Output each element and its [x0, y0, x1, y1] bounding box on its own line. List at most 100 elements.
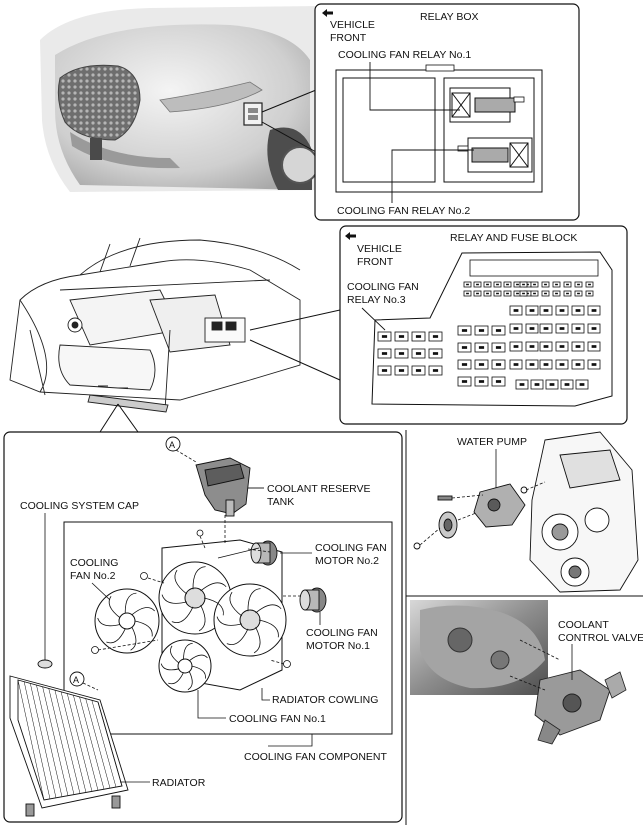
radiator-fin	[54, 690, 81, 794]
fuse-terminal	[575, 327, 581, 330]
fan-blade	[130, 627, 137, 651]
fuse-terminal	[381, 369, 388, 372]
fuse-terminal	[478, 363, 485, 366]
radiator-fin	[97, 701, 123, 787]
fuse-terminal	[533, 292, 536, 295]
fuse-terminal	[478, 329, 485, 332]
radiator	[9, 675, 129, 817]
fuse-terminal	[559, 327, 565, 330]
radiator-fin	[60, 691, 87, 793]
motor-no1-label-1: COOLING FAN	[306, 627, 378, 639]
fuse-terminal	[506, 292, 509, 295]
fan-blade	[253, 626, 261, 654]
fan-blade	[192, 566, 206, 590]
radiator-fin	[30, 683, 57, 798]
fuse-terminal	[516, 283, 519, 286]
fuse-terminal	[415, 335, 422, 338]
fuse-terminal	[529, 327, 535, 330]
fuse-terminal	[577, 292, 580, 295]
relay-3-label-1: COOLING FAN	[347, 281, 419, 293]
arrow-left-icon	[322, 9, 333, 17]
fuse-terminal	[506, 283, 509, 286]
fuse-terminal	[543, 327, 549, 330]
marker-a-top: A	[165, 436, 197, 463]
fuse-terminal	[461, 329, 468, 332]
fuse-terminal	[559, 363, 565, 366]
fuse-terminal	[591, 345, 597, 348]
fuse-terminal	[516, 292, 519, 295]
relay-1-label: COOLING FAN RELAY No.1	[338, 49, 471, 61]
fuse-terminal	[496, 283, 499, 286]
fuse-terminal	[432, 369, 439, 372]
fuse-terminal	[591, 327, 597, 330]
fan-blade	[188, 654, 208, 662]
fan-blade	[108, 596, 121, 618]
fuse-terminal	[526, 283, 529, 286]
arrow-left-icon	[345, 232, 356, 240]
fuse-grid	[377, 281, 601, 390]
radiator-fin	[91, 700, 117, 788]
fuse-terminal	[478, 346, 485, 349]
relay-2-label: COOLING FAN RELAY No.2	[337, 205, 470, 217]
svg-text:A: A	[73, 675, 79, 685]
fuse-terminal	[513, 327, 519, 330]
fuse-terminal	[559, 345, 565, 348]
fan-no1-label: COOLING FAN No.1	[229, 713, 326, 725]
fan-blade	[124, 592, 137, 614]
radiator-label: RADIATOR	[152, 777, 206, 789]
fuse-terminal	[466, 283, 469, 286]
fuse-terminal	[461, 363, 468, 366]
fuse-terminal	[415, 369, 422, 372]
fuse-terminal	[495, 329, 502, 332]
radiator-fin	[42, 686, 69, 796]
fuse-terminal	[544, 292, 547, 295]
fuse-terminal	[513, 309, 519, 312]
svg-text:A: A	[169, 440, 175, 450]
water-pump-illustration	[413, 431, 639, 593]
fuse-terminal	[575, 363, 581, 366]
fan-blade	[198, 604, 206, 632]
fuse-terminal	[466, 292, 469, 295]
fan-blade	[226, 628, 249, 645]
fan-blade	[258, 619, 279, 638]
coolant-control-valve-illustration	[410, 600, 627, 745]
fuse-terminal	[575, 345, 581, 348]
fuse-terminal	[566, 283, 569, 286]
fuse-terminal	[559, 309, 565, 312]
valve-label-1: COOLANT	[558, 619, 609, 631]
radiator-fin	[23, 681, 51, 799]
cooling-fan-motor-no1	[299, 587, 327, 613]
cooling-fan-no1	[158, 639, 212, 693]
fan-blade	[255, 604, 282, 614]
valve-label-2: CONTROL VALVE	[558, 632, 643, 644]
fan-no2-label-2: FAN No.2	[70, 570, 116, 582]
fuse-terminal	[529, 309, 535, 312]
fuse-terminal	[555, 292, 558, 295]
fan-blade	[203, 597, 224, 616]
fan-blade	[171, 606, 194, 623]
fuse-terminal	[564, 383, 570, 386]
fan-blade	[247, 588, 261, 612]
fan-blade	[106, 628, 126, 644]
radiator-fin	[73, 695, 99, 791]
fan-blade	[168, 672, 184, 685]
vehicle-front-label-1: VEHICLE	[330, 19, 375, 31]
fan-blade	[97, 617, 120, 627]
water-pump-label: WATER PUMP	[457, 436, 527, 448]
fuse-terminal	[566, 292, 569, 295]
fuse-terminal	[579, 383, 585, 386]
relay-fuse-block-callout: VEHICLE FRONT RELAY AND FUSE BLOCK COOLI…	[339, 225, 628, 425]
fuse-terminal	[529, 345, 535, 348]
fuse-terminal	[461, 380, 468, 383]
fan-no2-label-1: COOLING	[70, 557, 118, 569]
fan-blade	[174, 569, 188, 595]
fuse-terminal	[495, 380, 502, 383]
fuse-terminal	[591, 309, 597, 312]
fuse-terminal	[486, 292, 489, 295]
cooling-fan-no2	[94, 588, 160, 654]
fan-blade	[216, 616, 242, 626]
fuse-terminal	[398, 335, 405, 338]
fuse-terminal	[461, 346, 468, 349]
motor-no1-label-2: MOTOR No.1	[306, 640, 370, 652]
